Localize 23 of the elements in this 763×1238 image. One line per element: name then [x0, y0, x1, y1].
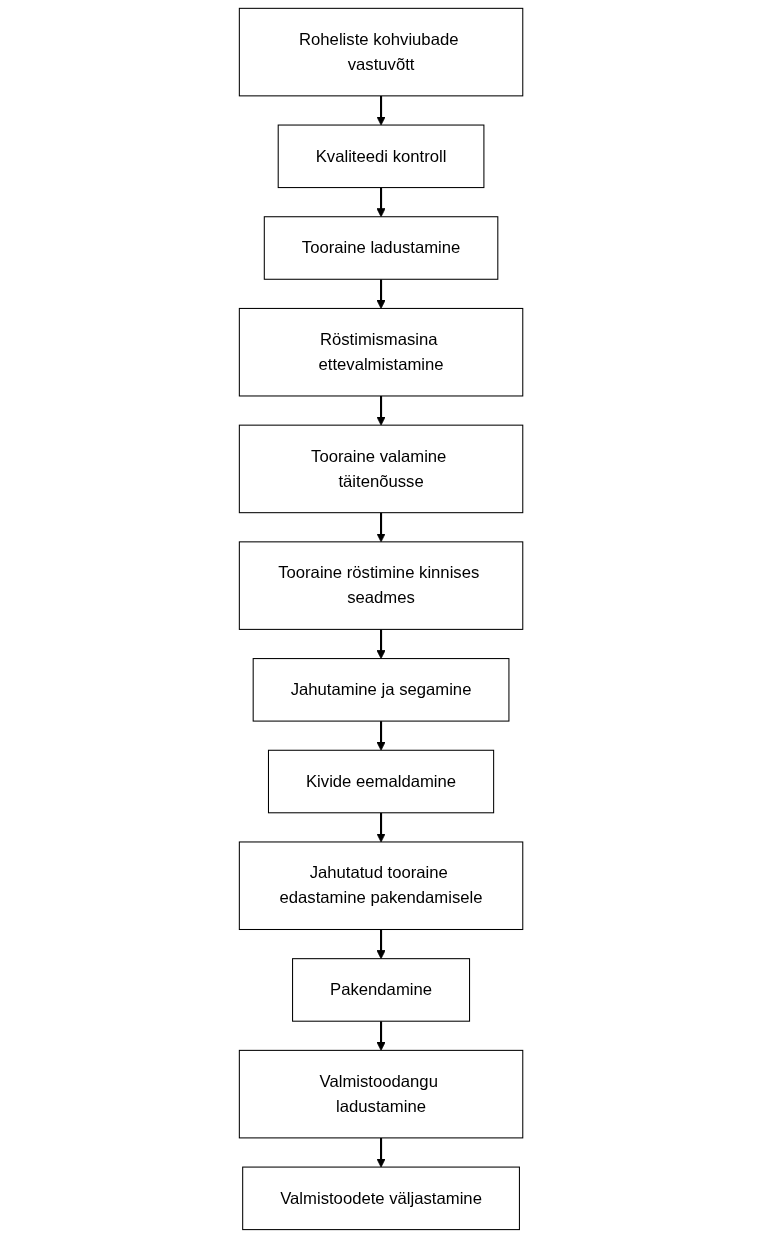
node-box: Roheliste kohviubade vastuvõtt [239, 7, 524, 97]
node-box: Kivide eemaldamine [268, 749, 495, 814]
arrow [376, 812, 387, 843]
arrow [376, 279, 387, 309]
node-box: Pakendamine [292, 958, 471, 1022]
node-box: Jahutatud tooraine edastamine pakendamisele [239, 841, 524, 930]
arrow [376, 512, 387, 543]
node-box: Tooraine ladustamine [264, 216, 499, 280]
arrow [376, 95, 387, 126]
node-box: Tooraine valamine täitenõusse [239, 424, 524, 514]
arrow [376, 721, 387, 751]
node-box: Valmistoodangu ladustamine [239, 1049, 524, 1139]
arrow [376, 1137, 387, 1168]
arrow [376, 1021, 387, 1051]
node-box: Tooraine röstimine kinnises seadmes [239, 541, 524, 630]
arrow [376, 395, 387, 426]
arrow [376, 187, 387, 218]
node-box: Röstimismasina ettevalmistamine [239, 307, 524, 397]
arrow [376, 629, 387, 659]
node-box: Valmistoodete väljastamine [242, 1166, 521, 1231]
node-box: Jahutamine ja segamine [253, 658, 510, 722]
arrow [376, 929, 387, 960]
node-box: Kvaliteedi kontroll [278, 124, 485, 189]
